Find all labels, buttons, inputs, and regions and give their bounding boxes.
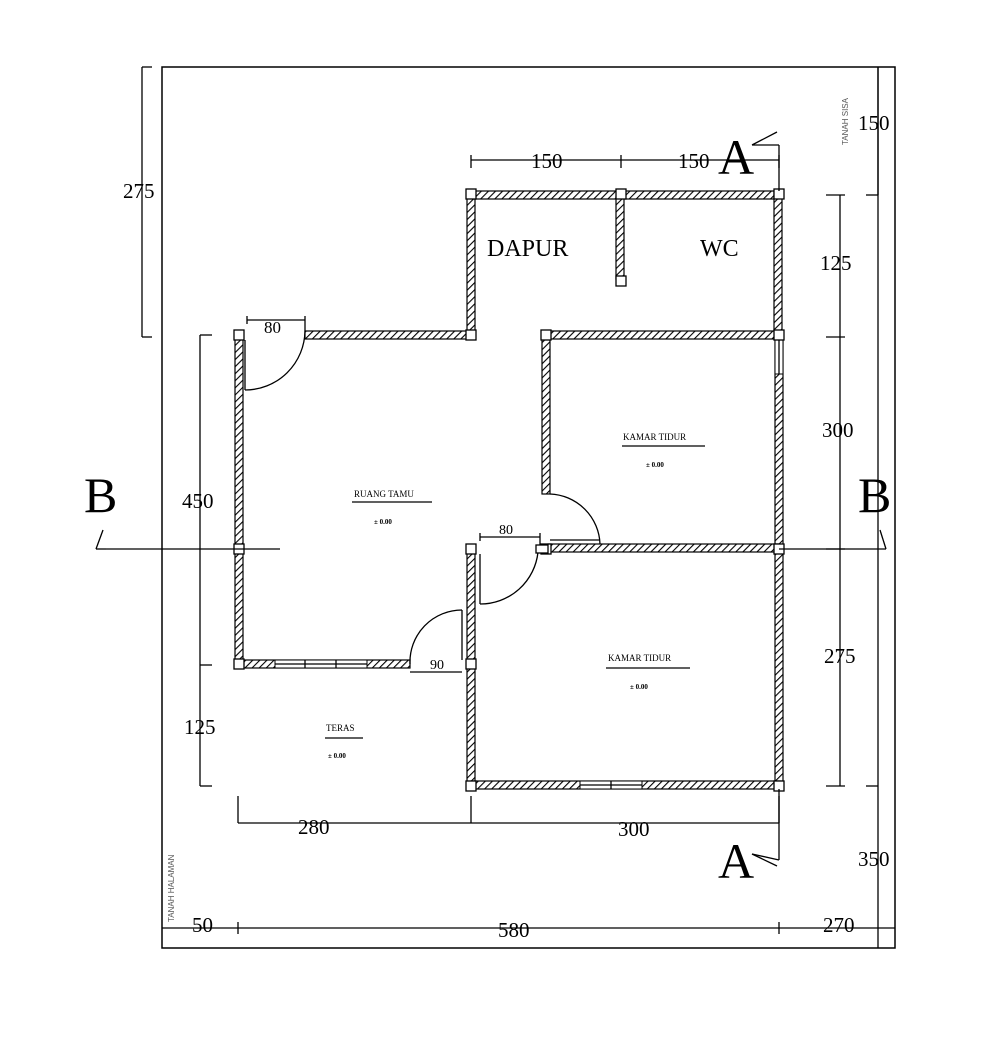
dim-top-right: 150 <box>678 149 710 173</box>
dim-right-wc: 125 <box>820 251 852 275</box>
dim-bottom-left: 280 <box>298 815 330 839</box>
dim-base-right: 270 <box>823 913 855 937</box>
doors <box>244 316 601 673</box>
section-mark-a-bottom: A <box>718 833 754 889</box>
side-label-tanah-halaman: TANAH HALAMAN <box>167 854 176 922</box>
dim-left-lower: 125 <box>184 715 216 739</box>
section-mark-a-top: A <box>718 129 754 185</box>
dim-door-front: 90 <box>430 658 444 673</box>
dim-bottom-right: 300 <box>618 817 650 841</box>
dim-right-bottom: 350 <box>858 847 890 871</box>
room-label-kamar-tidur-1: KAMAR TIDUR <box>623 432 686 442</box>
dim-base-left: 50 <box>192 913 213 937</box>
dim-right-top: 150 <box>858 111 890 135</box>
dim-right-bed2: 275 <box>824 644 856 668</box>
columns <box>233 188 785 792</box>
windows <box>274 339 784 790</box>
dimension-lines <box>141 66 879 934</box>
level-teras: ± 0.00 <box>328 752 346 760</box>
dim-door-bed1: 80 <box>499 523 513 538</box>
section-mark-b-left: B <box>84 467 117 523</box>
level-kamar-tidur-1: ± 0.00 <box>646 461 664 469</box>
side-label-tanah-sisa: TANAH SISA <box>841 97 850 145</box>
room-label-wc: WC <box>700 236 739 262</box>
room-underlines <box>325 445 705 739</box>
dim-base-mid: 580 <box>498 918 530 942</box>
room-label-teras: TERAS <box>326 723 355 733</box>
level-kamar-tidur-2: ± 0.00 <box>630 683 648 691</box>
dim-top-left: 150 <box>531 149 563 173</box>
dim-left-main: 450 <box>182 489 214 513</box>
lot-boundary <box>161 66 896 949</box>
walls <box>234 190 784 790</box>
dim-left-upper: 275 <box>123 179 155 203</box>
dim-right-bed1: 300 <box>822 418 854 442</box>
section-lines <box>95 131 887 867</box>
room-label-ruang-tamu: RUANG TAMU <box>354 489 414 499</box>
dim-door-main: 80 <box>264 318 281 337</box>
room-label-kamar-tidur-2: KAMAR TIDUR <box>608 653 671 663</box>
room-label-dapur: DAPUR <box>487 236 568 262</box>
section-mark-b-right: B <box>858 467 891 523</box>
level-ruang-tamu: ± 0.00 <box>374 518 392 526</box>
